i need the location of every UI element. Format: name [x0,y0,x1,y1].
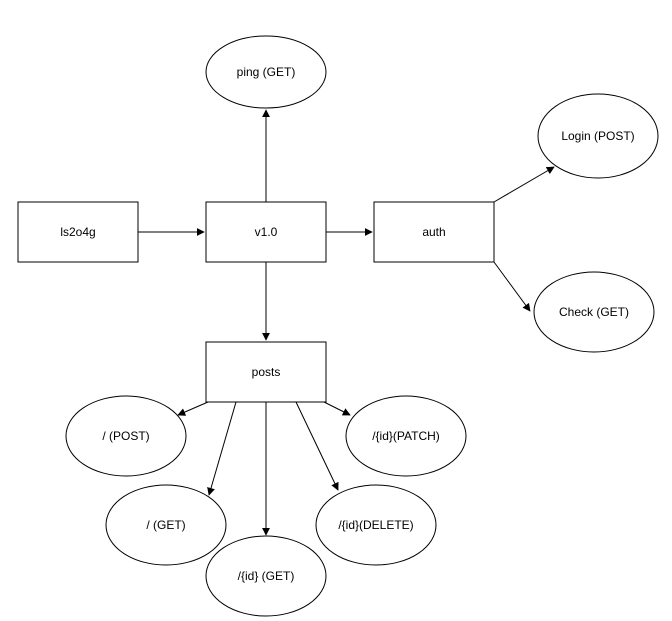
node-post-list: / (GET) [105,484,227,566]
node-ping-label: ping (GET) [237,65,296,79]
node-login-label: Login (POST) [561,129,634,143]
node-post-list-label: / (GET) [146,518,185,532]
node-post-get-label: /{id} (GET) [238,569,295,583]
edge-posts-post-list [207,401,237,496]
node-version-label: v1.0 [255,225,278,239]
node-ping: ping (GET) [205,35,327,109]
edge-auth-login [493,166,555,203]
node-post-create-label: / (POST) [102,429,149,443]
edge-posts-post-patch [323,401,351,416]
node-auth-label: auth [422,225,445,239]
edge-auth-check [493,261,531,312]
node-root: ls2o4g [17,201,139,263]
node-post-create: / (POST) [65,395,187,477]
node-login: Login (POST) [537,93,659,179]
node-post-delete-label: /{id}(DELETE) [338,518,413,532]
node-check: Check (GET) [533,271,655,353]
node-post-get: /{id} (GET) [205,535,327,617]
node-post-delete: /{id}(DELETE) [315,484,437,566]
node-post-patch: /{id}(PATCH) [345,395,467,477]
node-posts: posts [205,341,327,403]
node-check-label: Check (GET) [559,305,629,319]
edge-posts-post-delete [295,401,339,491]
node-post-patch-label: /{id}(PATCH) [372,429,440,443]
edge-posts-post-create [177,401,209,416]
node-version: v1.0 [205,201,327,263]
node-posts-label: posts [252,365,281,379]
edges [138,109,555,536]
node-auth: auth [373,201,495,263]
node-root-label: ls2o4g [60,225,95,239]
